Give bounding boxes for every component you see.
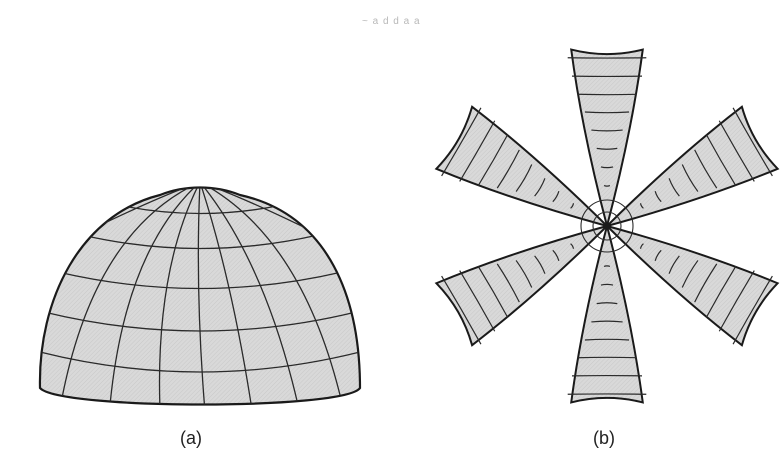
gore-petal (607, 226, 778, 345)
gore-petal (607, 107, 778, 226)
gore-latitude-line (604, 266, 610, 267)
caption-b: (b) (593, 428, 615, 449)
caption-a: (a) (180, 428, 202, 449)
gore-petal (436, 226, 607, 345)
gore-latitude-line (585, 112, 629, 113)
gore-latitude-line (604, 186, 610, 187)
gore-latitude-line (585, 339, 629, 340)
faint-header-text: ~ a d d a a (362, 16, 421, 27)
gore-petal (436, 107, 607, 226)
hemisphere (40, 182, 360, 412)
unfolded-gores (436, 50, 777, 403)
